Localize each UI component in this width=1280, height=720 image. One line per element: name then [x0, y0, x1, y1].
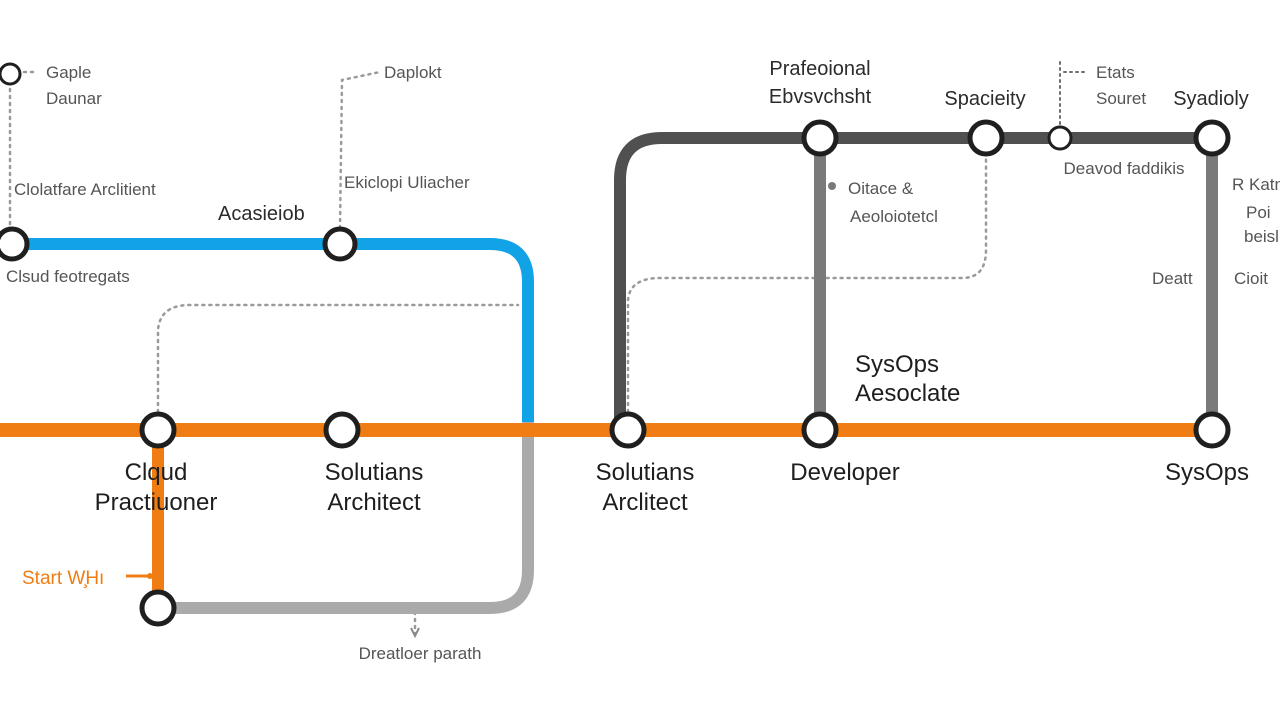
station-developer[interactable] [801, 411, 839, 449]
stations [0, 62, 1231, 627]
station-solutions-architect-1[interactable] [323, 411, 361, 449]
label-daunar: Daunar [46, 89, 102, 108]
label-solutions-architect-1a: Solutians [325, 459, 424, 486]
label-professional-1: Prafeoional [769, 58, 870, 80]
station-specialty-2[interactable] [1193, 119, 1231, 157]
label-deatt: Deatt [1152, 269, 1193, 288]
label-ekiclopi: Ekiclopi Uliacher [344, 173, 470, 192]
station-etats[interactable] [1047, 125, 1073, 151]
marker-oitace [828, 182, 836, 190]
label-sysops-associate-2: Aesoclate [855, 380, 960, 407]
station-cloud-practitioner[interactable] [139, 411, 177, 449]
station-professional[interactable] [801, 119, 839, 157]
station-specialty-1[interactable] [967, 119, 1005, 157]
label-solutions-architect-1b: Architect [327, 489, 421, 516]
station-acasieiob[interactable] [322, 226, 358, 262]
label-gaple: Gaple [46, 63, 91, 82]
dashed-line-cloud-to-blue [156, 303, 520, 414]
label-solutions-architect-2a: Solutians [596, 459, 695, 486]
label-cloud-practitioner-1: Clqud [125, 459, 188, 486]
station-gaple[interactable] [0, 62, 22, 86]
dark-gray-line [614, 132, 1212, 430]
label-dreathor-parath: Dreatloer parath [359, 644, 482, 663]
station-sysops[interactable] [1193, 411, 1231, 449]
station-start[interactable] [139, 589, 177, 627]
label-professional-2: Ebvsvchsht [769, 86, 872, 108]
label-aeoloiotetcl: Aeoloiotetcl [850, 207, 938, 226]
dashed-line-etats [1059, 61, 1089, 125]
label-right-1: R Katn [1232, 175, 1280, 194]
start-arrow-dot [147, 573, 153, 579]
label-specialty-2: Syadioly [1173, 88, 1249, 110]
dashed-connectors [8, 61, 1089, 638]
label-start-here: Start W̧Hı [22, 568, 104, 589]
small-arrow-icon [410, 627, 420, 639]
label-cloud-practitioner-2: Practiuoner [95, 489, 218, 516]
label-cloutfare-architect: Clolatfare Arclitient [14, 180, 156, 199]
label-etats: Etats [1096, 63, 1135, 82]
label-right-3: beisl [1244, 227, 1279, 246]
label-souret: Souret [1096, 89, 1146, 108]
label-solutions-architect-2b: Arclitect [602, 489, 688, 516]
blue-line [12, 238, 534, 422]
label-developer: Developer [790, 459, 899, 486]
label-right-2: Poi [1246, 203, 1271, 222]
label-specialty-1: Spacieity [944, 88, 1025, 110]
label-daplokt: Daplokt [384, 63, 442, 82]
label-cloud-feotregats: Clsud feotregats [6, 267, 130, 286]
label-cioit: Cioit [1234, 269, 1268, 288]
label-deaved-raddities: Deavod faddikis [1064, 159, 1185, 178]
label-sysops: SysOps [1165, 459, 1249, 486]
dashed-line-sa2-to-specialty [626, 150, 988, 414]
station-solutions-architect-2[interactable] [609, 411, 647, 449]
labels: Gaple Daunar Clolatfare Arclitient Clsud… [6, 58, 1280, 663]
label-acasieiob: Acasieiob [218, 203, 305, 225]
label-sysops-associate-1: SysOps [855, 351, 939, 378]
label-oitace: Oitace & [848, 179, 914, 198]
gray-light-line [158, 420, 534, 614]
dashed-line-daploekt [338, 70, 382, 230]
station-cloud-feotregats[interactable] [0, 226, 30, 262]
